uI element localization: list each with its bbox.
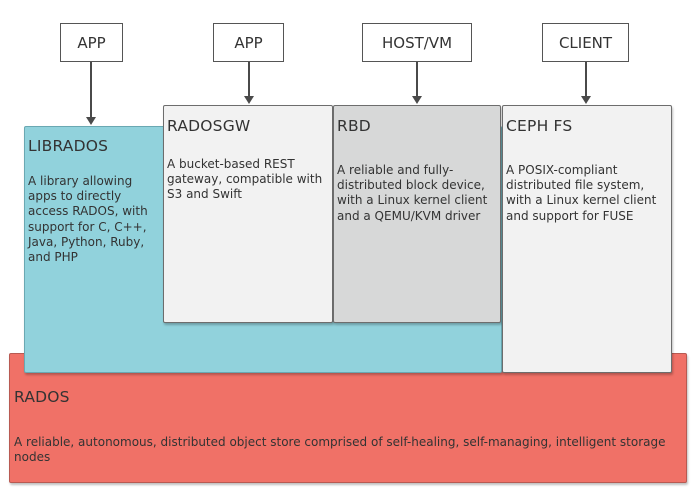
client-box-app-1: APP <box>60 23 123 62</box>
rbd-description: A reliable and fully-distributed block d… <box>337 163 488 223</box>
rbd-block: RBD A reliable and fully-distributed blo… <box>333 105 501 323</box>
cephfs-block: CEPH FS A POSIX-compliant distributed fi… <box>502 105 672 373</box>
arrow-client-to-cephfs <box>585 62 587 97</box>
radosgw-block: RADOSGW A bucket-based REST gateway, com… <box>163 105 333 323</box>
cephfs-description: A POSIX-compliant distributed file syste… <box>506 163 657 223</box>
radosgw-title: RADOSGW <box>167 117 251 135</box>
client-label: HOST/VM <box>381 33 453 52</box>
cephfs-title: CEPH FS <box>506 117 573 135</box>
rados-description: A reliable, autonomous, distributed obje… <box>14 435 666 465</box>
arrow-head-rbd <box>412 96 422 104</box>
rbd-title: RBD <box>337 117 371 135</box>
librados-description: A library allowing apps to directly acce… <box>28 174 148 265</box>
arrow-head-librados <box>86 117 96 125</box>
client-label: CLIENT <box>558 33 613 52</box>
client-label: APP <box>234 33 263 52</box>
arrow-head-radosgw <box>244 96 254 104</box>
client-box-host-vm: HOST/VM <box>362 23 472 62</box>
arrow-head-cephfs <box>581 96 591 104</box>
rados-layer: RADOS A reliable, autonomous, distribute… <box>9 353 687 483</box>
client-label: APP <box>77 33 106 52</box>
arrow-app2-to-radosgw <box>248 62 250 97</box>
arrow-hostvm-to-rbd <box>416 62 418 97</box>
client-box-app-2: APP <box>213 23 284 62</box>
arrow-app1-to-librados <box>90 62 92 118</box>
radosgw-description: A bucket-based REST gateway, compatible … <box>167 157 323 202</box>
rados-title: RADOS <box>14 388 70 406</box>
client-box-client: CLIENT <box>542 23 629 62</box>
librados-title: LIBRADOS <box>28 137 109 155</box>
